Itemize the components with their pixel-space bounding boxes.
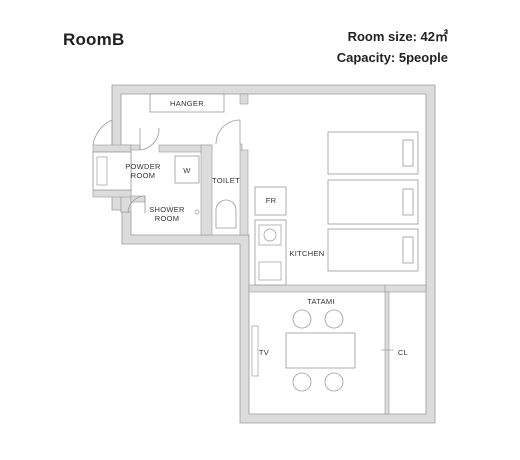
- toilet-label: TOILET: [212, 176, 240, 185]
- powder-room-label-2: ROOM: [131, 171, 156, 180]
- hanger-label: HANGER: [170, 99, 204, 108]
- bed-3-pillow: [402, 236, 414, 264]
- powder-room-label-1: POWDER: [125, 162, 161, 171]
- kitchen-sink: [258, 261, 282, 281]
- fridge-label: FR: [266, 196, 277, 205]
- kitchen-label: KITCHEN: [289, 249, 324, 258]
- room-info: Room size: 42㎡ Capacity: 5people: [337, 26, 448, 68]
- dining-set: [285, 309, 356, 392]
- bed-2-pillow: [402, 188, 414, 216]
- room-title: RoomB: [63, 30, 125, 49]
- door-swings: [92, 119, 241, 214]
- shower-drain: [194, 209, 200, 215]
- tatami-label: TATAMI: [307, 297, 335, 306]
- tv-stand: [251, 325, 259, 377]
- washer-label: W: [183, 166, 191, 175]
- toilet-bowl: [215, 199, 237, 229]
- dining-table: [285, 332, 356, 369]
- hanger-rail: [149, 93, 225, 113]
- shower-room-label-1: SHOWER: [149, 205, 185, 214]
- room-size: Room size: 42㎡: [347, 29, 448, 44]
- chair-1: [292, 309, 312, 329]
- burner-icon: [263, 228, 277, 242]
- chair-3: [292, 372, 312, 392]
- stove: [258, 224, 282, 246]
- beds: [327, 131, 419, 272]
- chair-4: [324, 372, 344, 392]
- powder-sink: [96, 156, 108, 186]
- shower-room-label-2: ROOM: [155, 214, 180, 223]
- washer: [174, 155, 200, 184]
- fridge: [254, 186, 287, 216]
- tv-label: TV: [259, 348, 269, 357]
- room-capacity: Capacity: 5people: [336, 50, 448, 65]
- bed-1-pillow: [402, 139, 414, 167]
- chair-2: [324, 309, 344, 329]
- closet-label: CL: [398, 348, 408, 357]
